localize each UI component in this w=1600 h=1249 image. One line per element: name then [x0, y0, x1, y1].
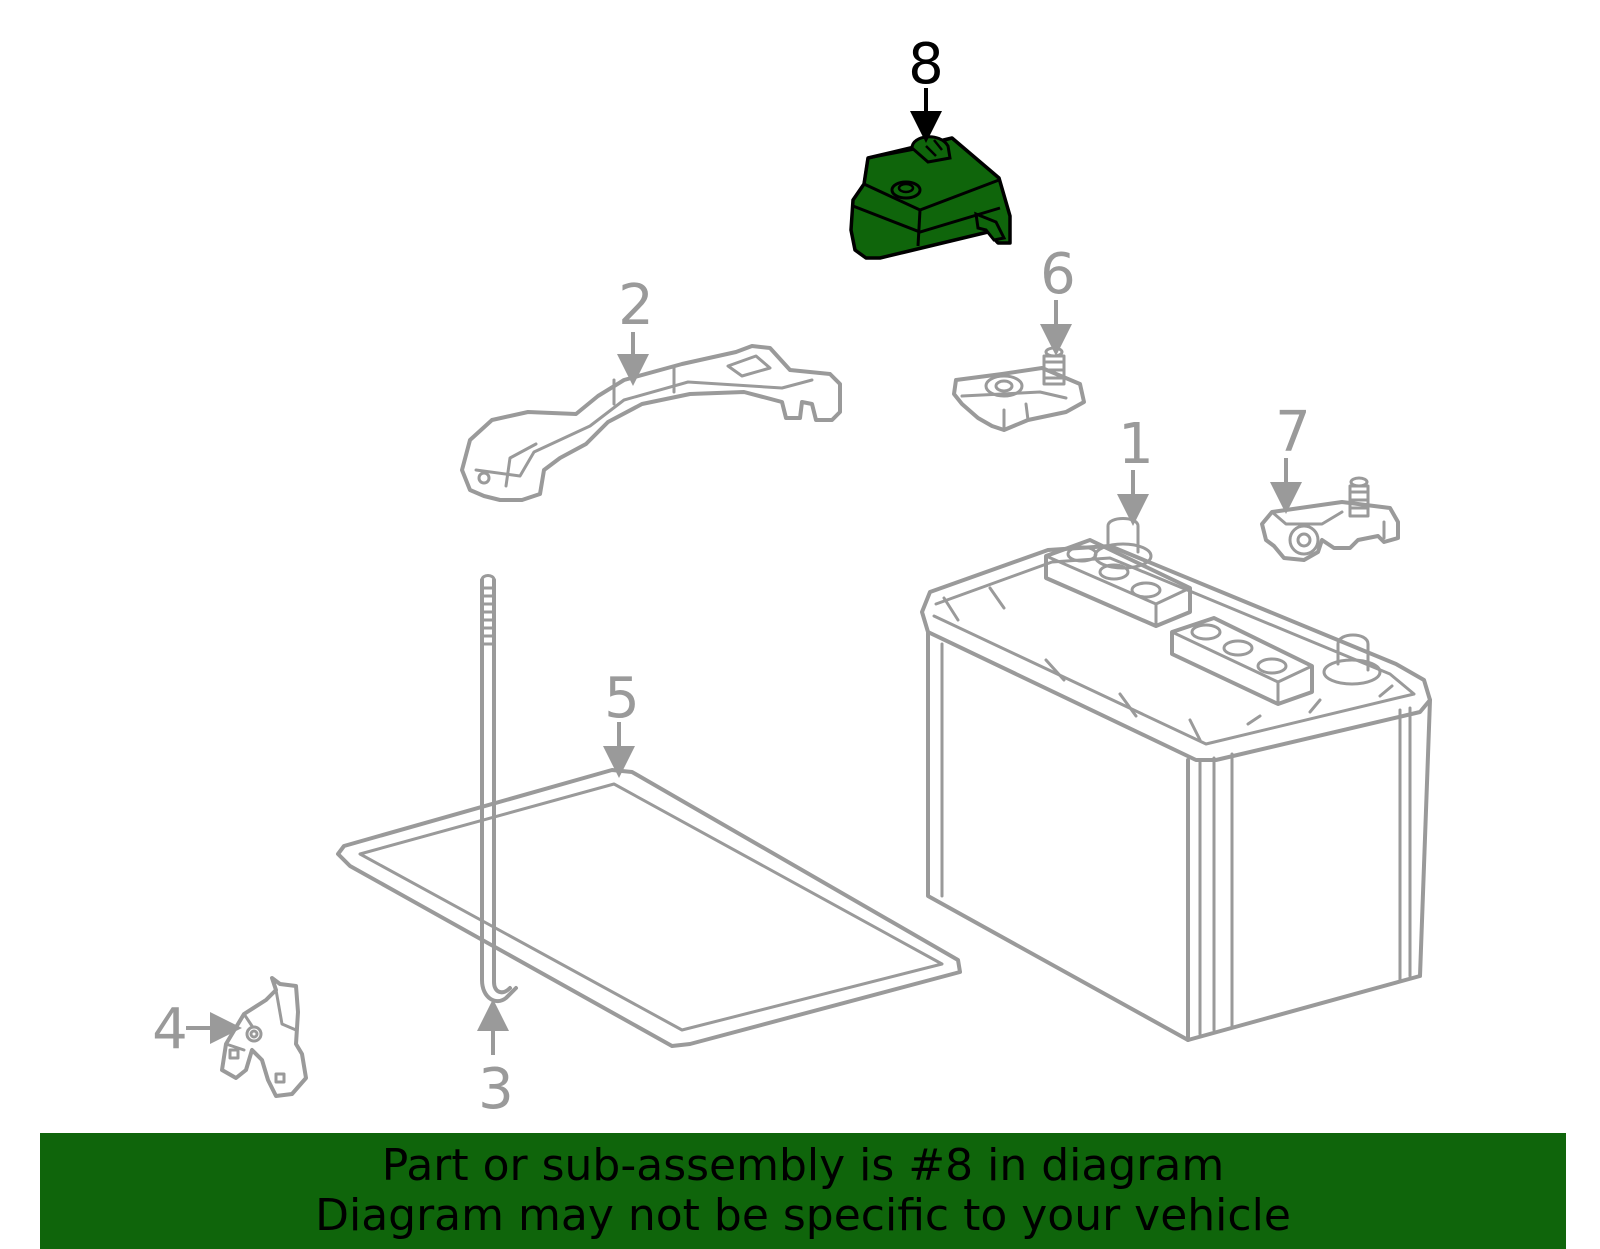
- part-4-bracket: [220, 976, 308, 1098]
- callout-7: 7: [1275, 400, 1311, 465]
- part-8-terminal-cover: [849, 135, 1012, 260]
- callout-1: 1: [1118, 412, 1154, 477]
- callout-6: 6: [1040, 242, 1076, 307]
- callout-5: 5: [604, 666, 640, 731]
- part-7-terminal: [1260, 476, 1400, 562]
- info-banner: Part or sub-assembly is #8 in diagram Di…: [40, 1133, 1566, 1249]
- callout-4: 4: [152, 997, 188, 1062]
- callout-8: 8: [908, 32, 944, 97]
- callout-3: 3: [478, 1057, 514, 1122]
- banner-line-1: Part or sub-assembly is #8 in diagram: [381, 1140, 1225, 1191]
- banner-line-2: Diagram may not be specific to your vehi…: [315, 1190, 1291, 1241]
- part-2-hold-down-clamp: [460, 344, 842, 502]
- part-1-battery: [920, 517, 1432, 1042]
- callout-2: 2: [618, 273, 654, 338]
- part-3-hold-down-rod: [480, 574, 518, 1004]
- part-6-terminal: [952, 346, 1086, 432]
- part-5-battery-tray: [336, 768, 962, 1048]
